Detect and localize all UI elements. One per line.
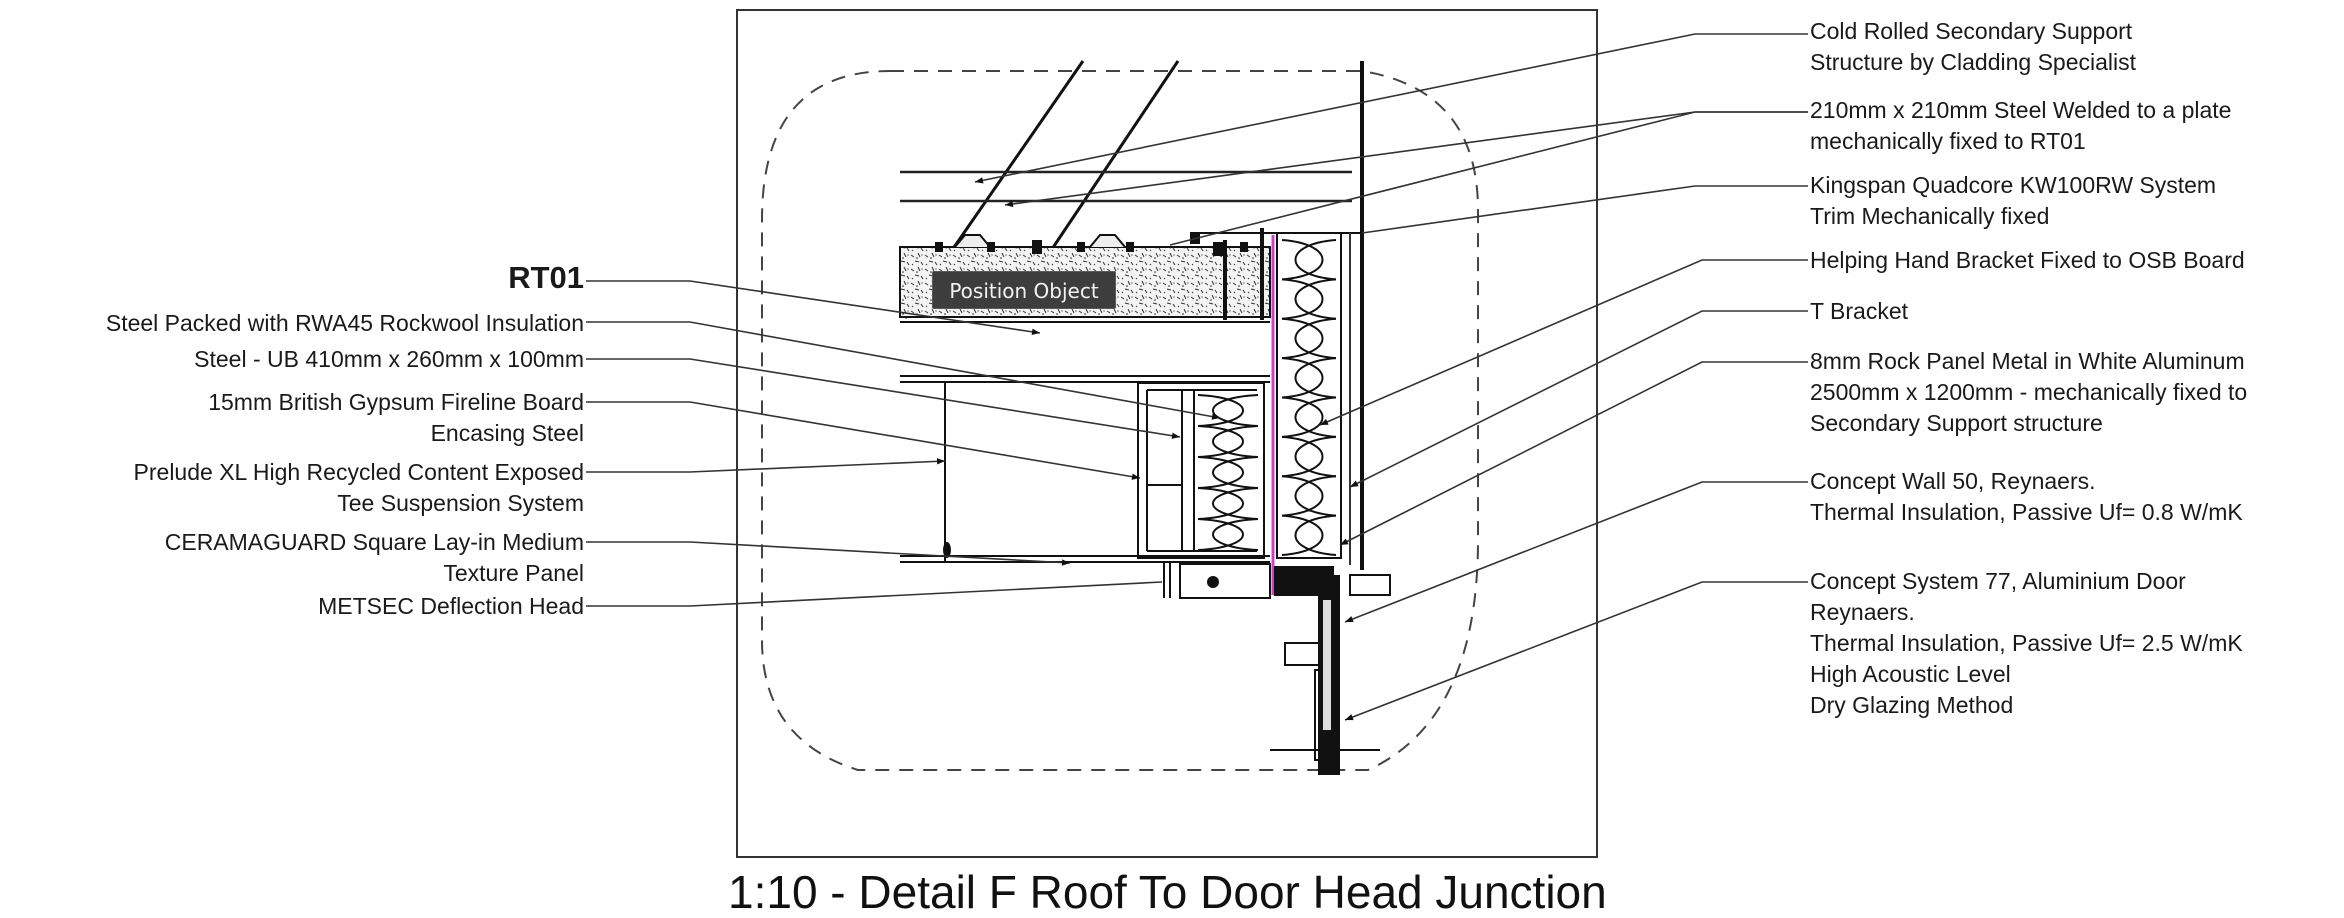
annotation-line: 2500mm x 1200mm - mechanically fixed to (1810, 379, 2248, 405)
annotation-line: High Acoustic Level (1810, 661, 2011, 687)
annotation-line: mechanically fixed to RT01 (1810, 128, 2086, 154)
insulation-loop (1281, 396, 1337, 438)
annotation-helping-hand: Helping Hand Bracket Fixed to OSB Board (1810, 245, 2245, 276)
steel-ub-section (1137, 382, 1265, 559)
annotation-steel-ub: Steel - UB 410mm x 260mm x 100mm (194, 344, 584, 375)
annotation-t-bracket: T Bracket (1810, 296, 1908, 327)
metsec-deflection-head (1163, 562, 1271, 599)
annotation-line: Trim Mechanically fixed (1810, 203, 2050, 229)
annotation-metsec: METSEC Deflection Head (318, 591, 584, 622)
door-mullion-slot (1323, 600, 1331, 730)
deck-profile-ribs (954, 234, 1126, 248)
insulation-loop (1281, 239, 1337, 281)
annotation-line: Dry Glazing Method (1810, 692, 2014, 718)
insulation-hatch (1281, 239, 1337, 556)
annotation-concept-wall: Concept Wall 50, Reynaers. Thermal Insula… (1810, 466, 2243, 528)
annotation-rock-panel: 8mm Rock Panel Metal in White Aluminum 25… (1810, 346, 2247, 439)
annotation-line: 15mm British Gypsum Fireline Board (208, 389, 584, 415)
annotation-line: Cold Rolled Secondary Support (1810, 18, 2133, 44)
annotation-line: Helping Hand Bracket Fixed to OSB Board (1810, 247, 2245, 273)
insulation-loop (1197, 518, 1259, 551)
annotation-line: Encasing Steel (430, 420, 584, 446)
annotation-prelude-xl: Prelude XL High Recycled Content Exposed… (134, 457, 584, 519)
drawing-frame (736, 9, 1598, 858)
annotation-line: Texture Panel (443, 560, 584, 586)
annotation-line: Concept System 77, Aluminium Door (1810, 568, 2186, 594)
insulation-loop (1281, 475, 1337, 517)
annotation-line: Thermal Insulation, Passive Uf= 0.8 W/mK (1810, 499, 2243, 525)
annotation-line: Steel - UB 410mm x 260mm x 100mm (194, 346, 584, 372)
insulation-loop (1281, 357, 1337, 399)
annotation-steel-welded: 210mm x 210mm Steel Welded to a plate mec… (1810, 95, 2231, 157)
deflection-head-fixing (1207, 576, 1219, 588)
detail-boundary-dashed (761, 70, 1479, 771)
annotation-line: Steel Packed with RWA45 Rockwool Insulat… (105, 310, 584, 336)
door-frame-details (1270, 574, 1391, 761)
annotation-line: RT01 (508, 260, 584, 295)
annotation-line: Concept Wall 50, Reynaers. (1810, 468, 2096, 494)
detail-title: 1:10 - Detail F Roof To Door Head Juncti… (728, 866, 1607, 918)
annotation-line: Prelude XL High Recycled Content Exposed (133, 459, 584, 485)
annotation-line: Thermal Insulation, Passive Uf= 2.5 W/mK (1810, 630, 2243, 656)
annotation-line: Kingspan Quadcore KW100RW System (1810, 172, 2217, 198)
insulation-loop (1281, 278, 1337, 320)
insulation-loop (1197, 456, 1259, 489)
annotation-line: Tee Suspension System (337, 490, 584, 516)
annotation-line: METSEC Deflection Head (318, 593, 584, 619)
annotation-steel-packed: Steel Packed with RWA45 Rockwool Insulat… (106, 308, 584, 339)
insulation-loop (1197, 394, 1259, 427)
position-object-tooltip: Position Object (932, 271, 1116, 309)
annotation-line: 210mm x 210mm Steel Welded to a plate (1810, 97, 2232, 123)
annotation-line: Secondary Support structure (1810, 410, 2103, 436)
annotation-line: CERAMAGUARD Square Lay-in Medium (164, 529, 584, 555)
insulation-loop (1281, 317, 1337, 360)
roof-steel-lines (900, 170, 1352, 203)
suspended-ceiling (900, 375, 1270, 563)
insulation-loop (1197, 425, 1259, 458)
steel-packed-insulation-hatch (1197, 394, 1259, 551)
annotation-line: Structure by Cladding Specialist (1810, 49, 2136, 75)
insulation-loop (1197, 487, 1259, 520)
insulation-loop (1281, 514, 1337, 556)
slab-edge-verticals (1223, 228, 1264, 320)
annotation-rt01: RT01 (508, 262, 584, 293)
leader-lines-right (974, 33, 1808, 721)
leader-lines-left (586, 280, 1221, 607)
wall-insulation-column (1276, 232, 1342, 559)
annotation-line: T Bracket (1810, 298, 1908, 324)
annotation-line: Reynaers. (1810, 599, 1915, 625)
hanger-clip (943, 542, 951, 558)
annotation-line: 8mm Rock Panel Metal in White Aluminum (1810, 348, 2245, 374)
insulation-loop (1281, 435, 1337, 478)
